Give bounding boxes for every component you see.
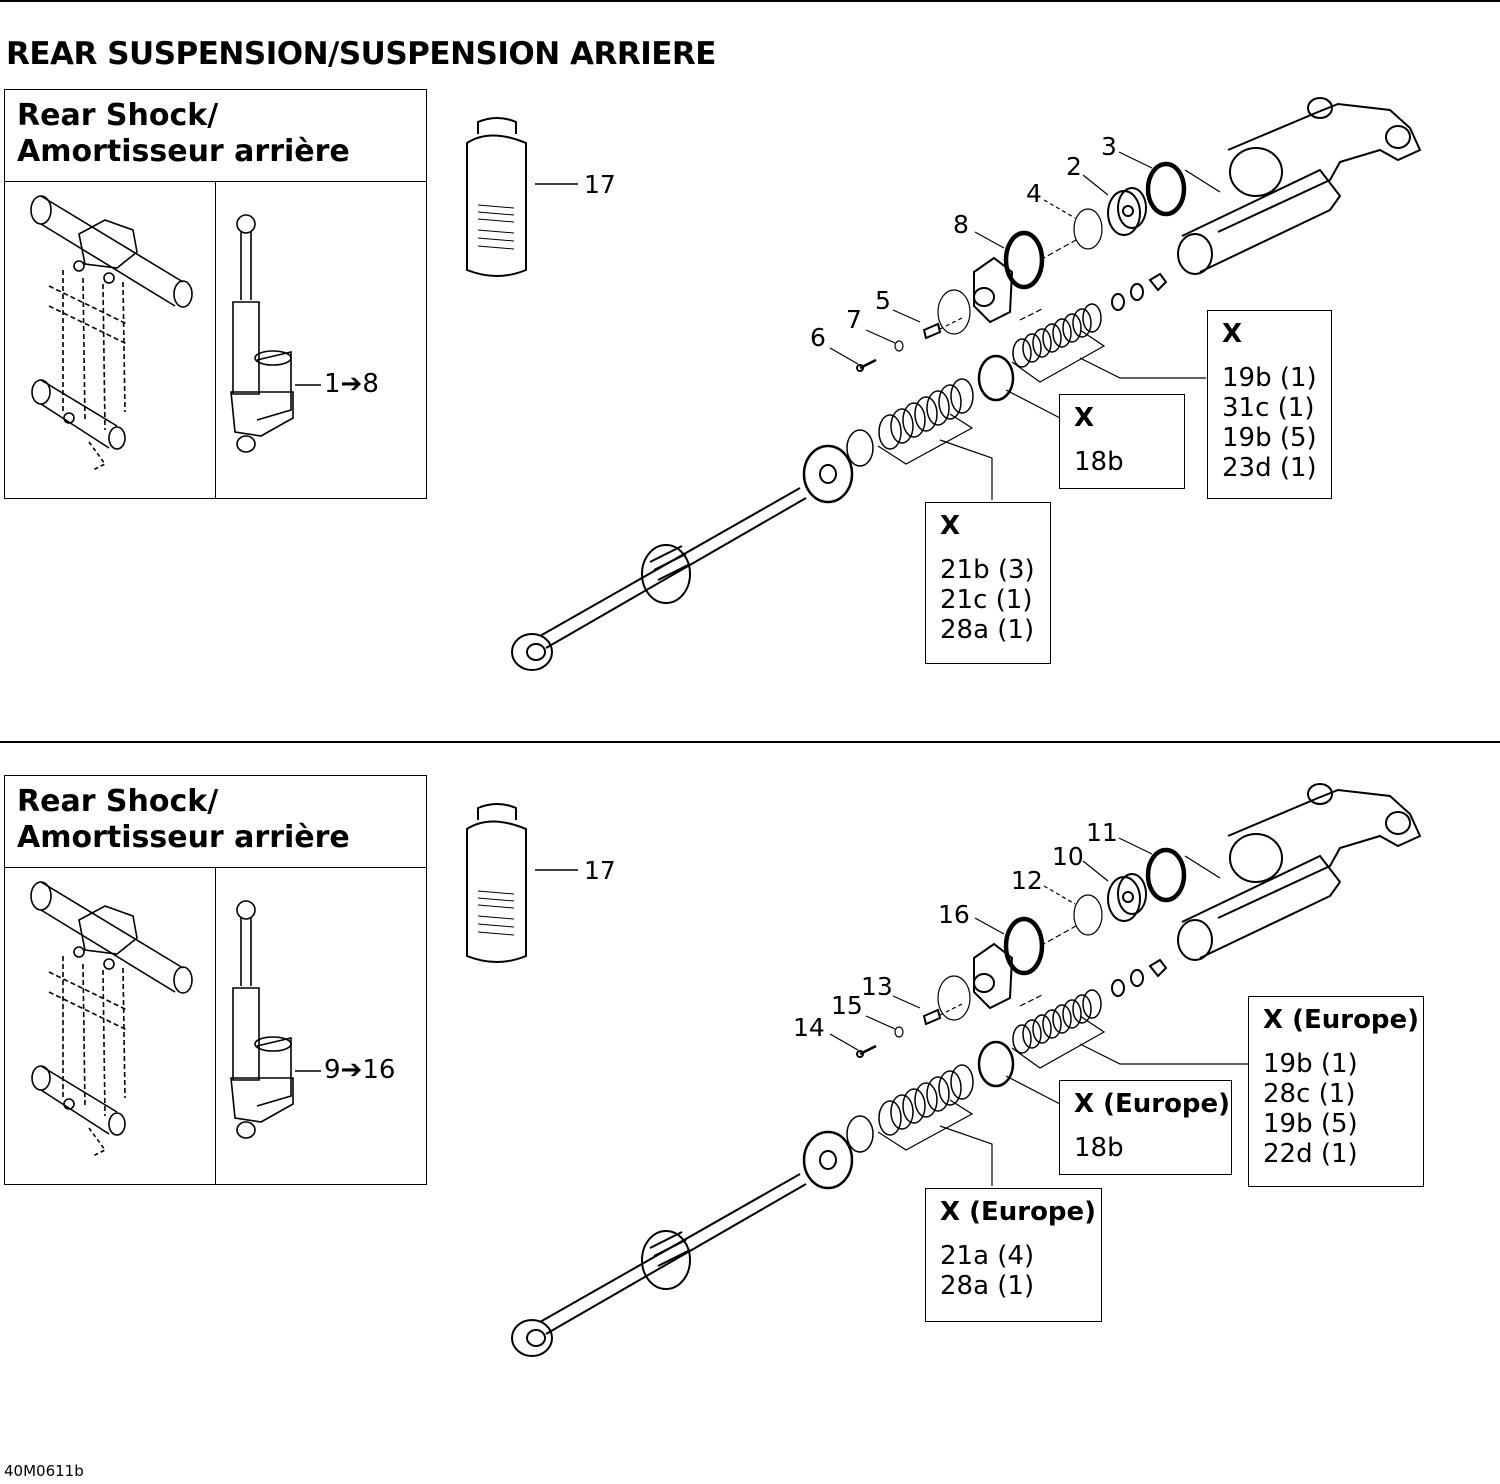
locator-body-2: 9➔16 <box>5 868 426 1184</box>
kit-box-a: X 19b (1) 31c (1) 19b (5) 23d (1) <box>1207 310 1332 499</box>
kit-box-b: X 18b <box>1059 394 1185 489</box>
callout-2: 2 <box>1066 152 1082 181</box>
frame-locator-illustration <box>30 881 321 1157</box>
callout-7: 7 <box>846 305 862 334</box>
callout-4: 4 <box>1026 179 1042 208</box>
exploded-shock-diagram-2 <box>466 783 1422 1357</box>
page-title: REAR SUSPENSION/SUSPENSION ARRIERE <box>6 36 716 72</box>
top-rule <box>0 0 1500 2</box>
drawing-code: 40M0611b <box>4 1462 84 1480</box>
exploded-shock-diagram-1 <box>466 97 1422 671</box>
callout-10: 10 <box>1052 842 1084 871</box>
section-divider <box>0 741 1500 743</box>
locator-box-2: Rear Shock/ Amortisseur arrière <box>4 775 427 1185</box>
callout-11: 11 <box>1086 818 1118 847</box>
fluid-callout: 17 <box>584 170 616 199</box>
callout-3: 3 <box>1101 132 1117 161</box>
locator-box-1: Rear Shock/ Amortisseur arrière <box>4 89 427 499</box>
frame-locator-illustration <box>30 195 321 471</box>
locator-title-1: Rear Shock/ Amortisseur arrière <box>5 90 426 182</box>
callout-14: 14 <box>793 1013 825 1042</box>
kit-box-c: X 21b (3) 21c (1) 28a (1) <box>925 502 1051 664</box>
kit-box-b-europe: X (Europe) 18b <box>1059 1080 1232 1175</box>
locator-range-label: 9➔16 <box>324 1055 396 1085</box>
callout-13: 13 <box>861 972 893 1001</box>
kit-box-c-europe: X (Europe) 21a (4) 28a (1) <box>925 1188 1102 1322</box>
fluid-callout: 17 <box>584 856 616 885</box>
locator-title-2: Rear Shock/ Amortisseur arrière <box>5 776 426 868</box>
kit-box-a-europe: X (Europe) 19b (1) 28c (1) 19b (5) 22d (… <box>1248 996 1424 1187</box>
callout-12: 12 <box>1011 866 1043 895</box>
callout-5: 5 <box>875 286 891 315</box>
callout-15: 15 <box>831 991 863 1020</box>
locator-range-label: 1➔8 <box>324 369 379 399</box>
callout-16: 16 <box>938 900 970 929</box>
callout-8: 8 <box>953 210 969 239</box>
callout-6: 6 <box>810 323 826 352</box>
locator-body-1: 1➔8 <box>5 182 426 498</box>
